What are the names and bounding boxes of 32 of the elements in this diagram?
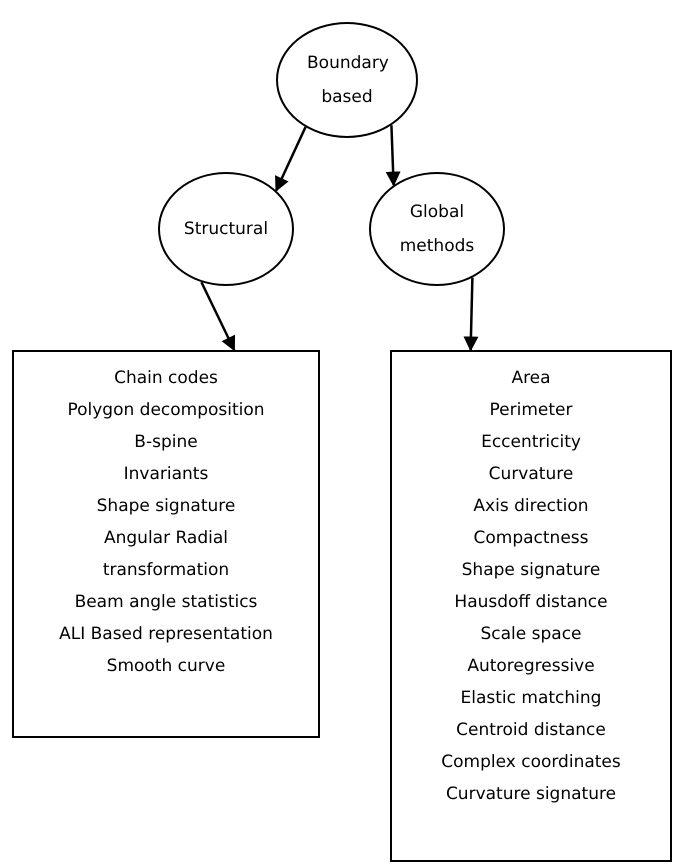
list-item: Curvature [488,463,574,486]
list-item: Beam angle statistics [74,591,258,614]
list-item: Hausdoff distance [453,591,609,614]
list-item: Eccentricity [480,431,582,454]
list-item: Elastic matching [460,687,602,710]
list-item: Compactness [472,527,590,550]
list-item: Complex coordinates [440,751,622,774]
list-item: Axis direction [472,495,590,518]
list-item: Perimeter [488,399,574,422]
list-item: Shape signature [96,495,236,518]
list-item: Curvature signature [444,783,618,806]
list-item: ALI Based representation [58,623,274,646]
arrow [386,125,401,187]
list-item: Chain codes [113,367,219,390]
list-item: Shape signature [460,559,602,582]
list-item: Smooth curve [106,655,226,678]
node-label: Structural [182,218,270,241]
arrow [200,282,236,352]
list-box [390,350,672,862]
list-item: B-spine [133,431,199,454]
node-label: Global methods [398,201,476,258]
list-item: Autoregressive [466,655,596,678]
list-item: Scale space [479,623,582,646]
list-item: Centroid distance [455,719,607,742]
arrow [275,126,307,192]
node-label: Boundary based [307,52,387,109]
list-item: Invariants [122,463,210,486]
list-item: Polygon decomposition [66,399,266,422]
list-item: Angular Radial transformation [102,527,230,582]
arrow [463,278,478,352]
list-box [12,350,320,738]
list-item: Area [510,367,552,390]
